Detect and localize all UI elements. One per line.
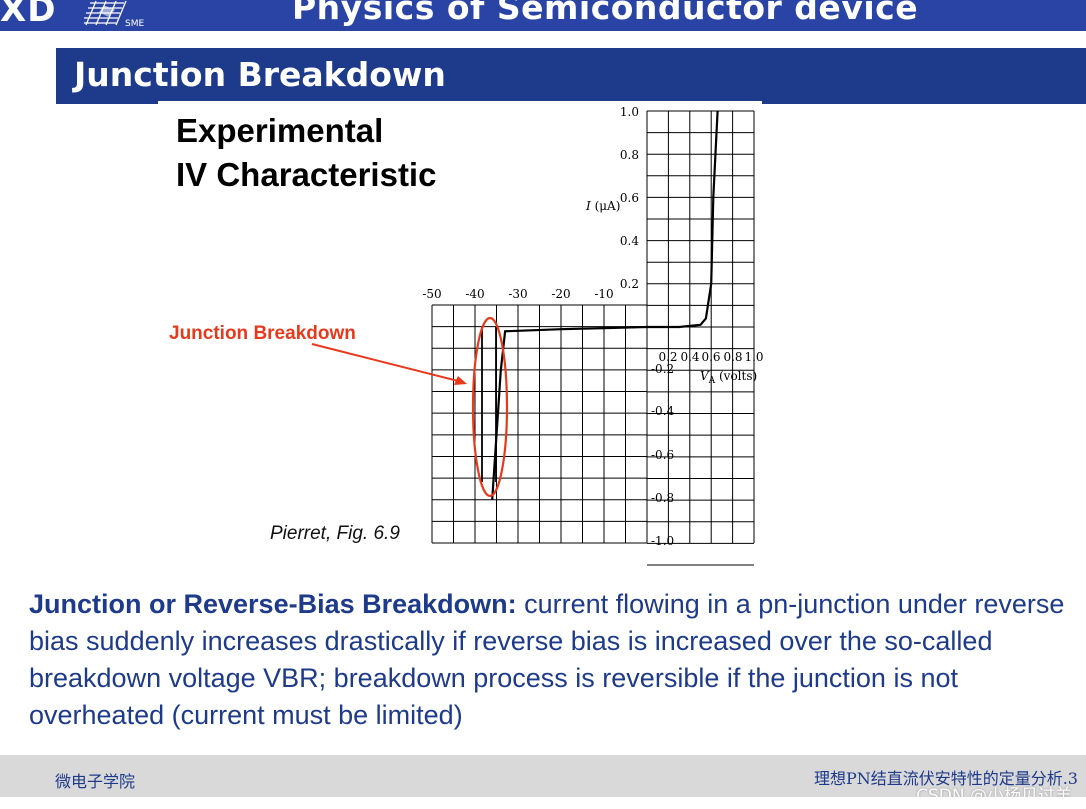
- section-title: Junction Breakdown: [74, 55, 446, 94]
- emblem-label: SME: [125, 19, 144, 28]
- section-band: [56, 48, 1086, 104]
- bottom-strip: [0, 797, 1086, 809]
- definition-term: Junction or Reverse-Bias Breakdown:: [29, 589, 517, 619]
- footer-slide-title: 理想PN结直流伏安特性的定量分析.3: [813, 769, 1078, 788]
- definition-text: current flowing in a pn-junction under r…: [29, 589, 1065, 730]
- figure-heading-line-2: IV Characteristic: [176, 156, 437, 193]
- figure-caption: Pierret, Fig. 6.9: [270, 523, 400, 544]
- definition-paragraph: Junction or Reverse-Bias Breakdown: curr…: [29, 586, 1069, 734]
- figure-heading: Experimental IV Characteristic: [176, 109, 436, 197]
- logo-text: XD: [0, 0, 57, 30]
- course-title: Physics of Semiconductor device: [292, 0, 919, 27]
- figure-heading-line-1: Experimental: [176, 112, 384, 149]
- footer-institute: 微电子学院: [55, 772, 136, 791]
- header-band: [0, 0, 1086, 31]
- breakdown-annotation: Junction Breakdown: [169, 323, 356, 344]
- footer-band: [0, 755, 1086, 797]
- university-emblem-icon: SME: [84, 0, 144, 28]
